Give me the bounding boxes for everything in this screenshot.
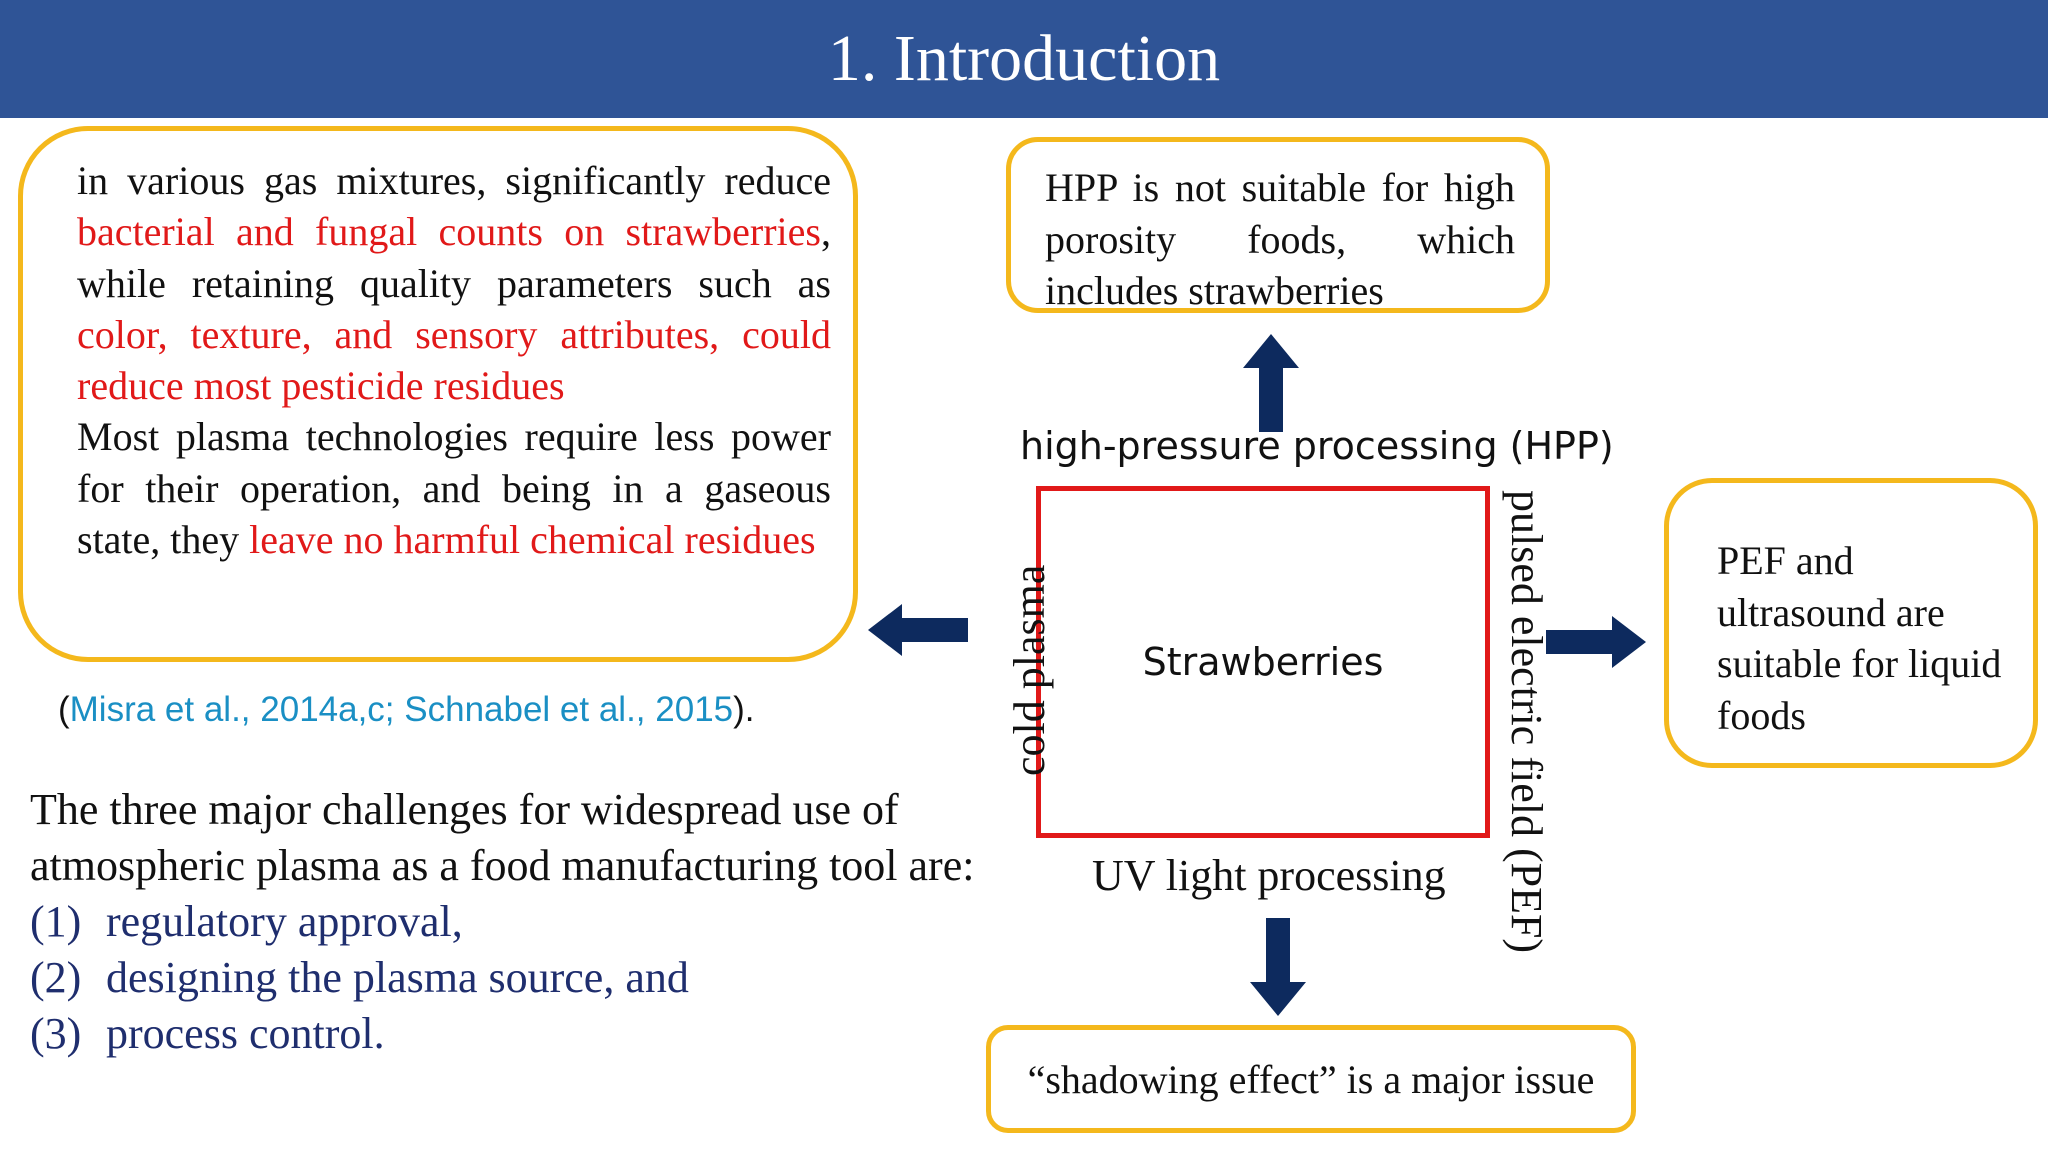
cold-plasma-benefits-box: in various gas mixtures, significantly r…	[18, 126, 858, 662]
arrow-right-icon	[1546, 616, 1646, 668]
challenge-item: (3) process control.	[30, 1006, 980, 1062]
uv-note: “shadowing effect” is a major issue	[1027, 1056, 1595, 1102]
benefits-paragraph-2: Most plasma technologies require less po…	[77, 411, 831, 565]
challenge-number: (3)	[30, 1009, 82, 1058]
citation: (Misra et al., 2014a,c; Schnabel et al.,…	[58, 690, 755, 730]
challenge-number: (2)	[30, 953, 82, 1002]
pef-label: pulsed electric field (PEF)	[1502, 490, 1551, 954]
uv-label: UV light processing	[1092, 851, 1446, 900]
hpp-note-box: HPP is not suitable for high porosity fo…	[1006, 137, 1550, 313]
challenge-text: regulatory approval,	[106, 897, 463, 946]
hpp-label: high-pressure processing (HPP)	[1020, 424, 1614, 468]
strawberries-label: Strawberries	[1142, 640, 1384, 684]
challenge-item: (1) regulatory approval,	[30, 894, 980, 950]
benefits-highlight-1d: color, texture, and sensory attributes, …	[77, 311, 831, 409]
citation-refs: Misra et al., 2014a,c; Schnabel et al., …	[69, 690, 734, 729]
pef-note: PEF and ultrasound are suitable for liqu…	[1717, 538, 2002, 738]
challenge-item: (2) designing the plasma source, and	[30, 950, 980, 1006]
challenges-section: The three major challenges for widesprea…	[30, 782, 980, 1062]
uv-note-box: “shadowing effect” is a major issue	[986, 1025, 1636, 1133]
hpp-note: HPP is not suitable for high porosity fo…	[1045, 165, 1515, 313]
benefits-paragraph-1: in various gas mixtures, significantly r…	[77, 155, 831, 411]
benefits-highlight-1b: bacterial and fungal counts on strawberr…	[77, 209, 821, 255]
pef-note-box: PEF and ultrasound are suitable for liqu…	[1664, 478, 2038, 768]
cold-plasma-label: cold plasma	[1005, 564, 1054, 776]
arrow-down-icon	[1250, 918, 1306, 1016]
challenges-intro: The three major challenges for widesprea…	[30, 785, 975, 890]
benefits-text-1a: in various gas mixtures, significantly r…	[77, 158, 831, 203]
benefits-highlight-2b: leave no harmful chemical residues	[249, 517, 816, 563]
slide-title: 1. Introduction	[827, 22, 1221, 95]
challenge-number: (1)	[30, 897, 82, 946]
citation-open: (	[58, 690, 70, 729]
arrow-up-icon	[1243, 334, 1299, 432]
benefits-text-2a: Most plasma technologies require less po…	[77, 414, 831, 563]
strawberries-box: Strawberries	[1036, 486, 1490, 838]
arrow-left-icon	[868, 604, 968, 656]
title-bar: 1. Introduction	[0, 0, 2048, 118]
cold-plasma-benefits-text: in various gas mixtures, significantly r…	[77, 155, 831, 565]
challenge-text: process control.	[106, 1009, 385, 1058]
citation-close: ).	[733, 690, 755, 729]
challenge-text: designing the plasma source, and	[106, 953, 689, 1002]
benefits-text-1c: , while retaining quality parameters suc…	[77, 209, 831, 306]
